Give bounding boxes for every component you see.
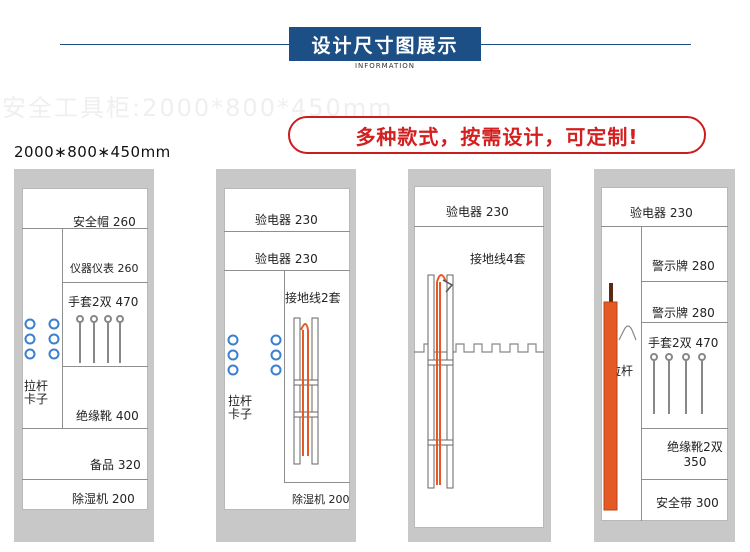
shelf-line (22, 479, 148, 480)
label-dehumidifier: 除湿机 200 (292, 493, 350, 506)
label-detector: 验电器 230 (446, 205, 509, 219)
insulating-rod-icon (603, 283, 618, 511)
slogan-banner: 多种款式，按需设计，可定制! (288, 116, 706, 154)
header-rule-left (60, 44, 289, 45)
glove-hanger-icon (650, 353, 706, 414)
label-detector-1: 验电器 230 (255, 213, 318, 227)
label-sign-1: 警示牌 280 (652, 259, 715, 273)
shelf-line (641, 281, 728, 282)
page-title: 设计尺寸图展示 (289, 27, 481, 61)
divider-line (641, 226, 642, 521)
shelf-line (641, 479, 728, 480)
label-boots: 绝缘靴 400 (76, 409, 139, 423)
dimension-label: 2000∗800∗450mm (14, 143, 171, 161)
ground-wire-rack-icon (293, 317, 319, 465)
shelf-line (284, 482, 350, 483)
shelf-line (22, 228, 148, 229)
label-boots: 绝缘靴2双 350 (667, 440, 723, 469)
shelf-line (62, 366, 148, 367)
shelf-line (414, 226, 544, 227)
shelf-line (62, 282, 148, 283)
label-spares: 备品 320 (90, 458, 141, 472)
label-gloves: 手套2双 470 (68, 295, 139, 309)
header-rule-right (481, 44, 691, 45)
label-detector: 验电器 230 (630, 206, 693, 220)
label-sign-2: 警示牌 280 (652, 306, 715, 320)
label-belt: 安全带 300 (656, 496, 719, 510)
shelf-line (224, 270, 350, 271)
shelf-line (601, 226, 728, 227)
label-instrument: 仪器仪表 260 (70, 262, 139, 275)
shelf-line (224, 231, 350, 232)
ground-wire-rack-icon (427, 274, 454, 489)
glove-hanger-icon (76, 315, 124, 363)
cabinet-3-interior (414, 186, 544, 528)
label-ground-wire: 接地线4套 (470, 252, 526, 266)
hook-icon (618, 325, 637, 341)
cabinet-4-interior (601, 187, 728, 521)
divider-line (62, 228, 63, 428)
divider-line (284, 270, 285, 482)
shelf-line (641, 322, 728, 323)
label-helmet: 安全帽 260 (73, 215, 136, 229)
cabinet-1-interior (22, 188, 148, 510)
label-rod-clamp: 拉杆 卡子 (228, 394, 253, 421)
label-ground-wire: 接地线2套 (285, 291, 341, 305)
clamp-icon-set (227, 334, 282, 376)
label-dehumidifier: 除湿机 200 (72, 492, 135, 506)
shelf-line (641, 428, 728, 429)
label-detector-2: 验电器 230 (255, 252, 318, 266)
clamp-icon-set (24, 318, 60, 360)
page-subtitle: INFORMATION (354, 62, 416, 70)
label-rod-clamp: 拉杆 卡子 (24, 379, 49, 406)
label-gloves: 手套2双 470 (648, 336, 719, 350)
cabinet-2-interior (224, 188, 350, 510)
shelf-line (22, 428, 148, 429)
